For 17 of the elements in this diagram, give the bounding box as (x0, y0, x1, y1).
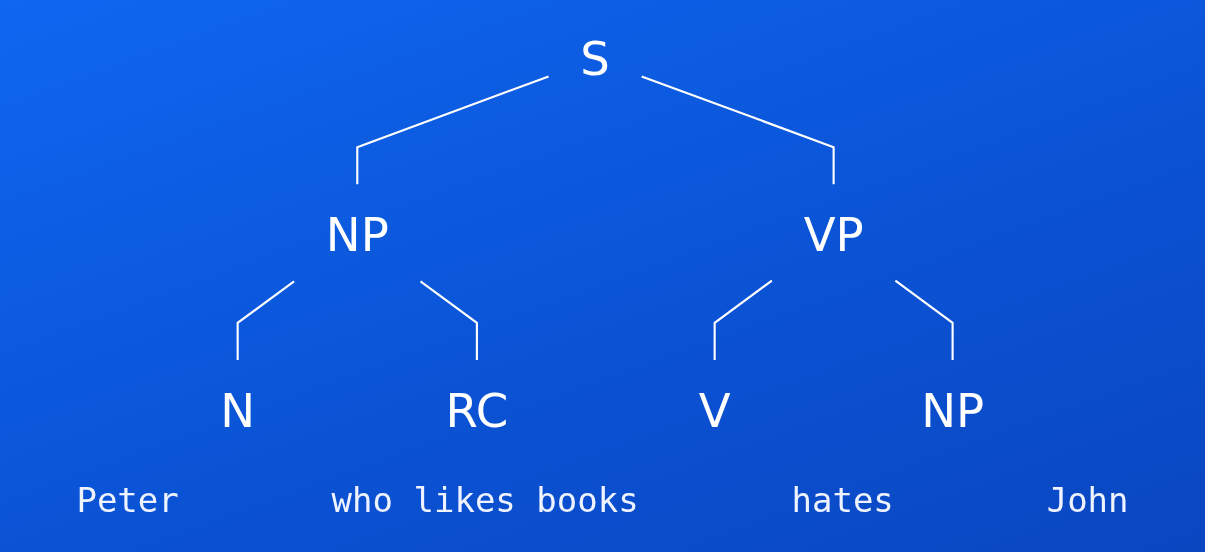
connector (236, 280, 296, 360)
word-label: Peter (76, 480, 179, 520)
connector (895, 279, 954, 360)
connector (713, 279, 773, 360)
connector (641, 75, 836, 185)
node-text: VP (803, 207, 864, 262)
node-text: N (220, 383, 256, 438)
node-text: NP (326, 207, 390, 262)
node-text: RC (445, 383, 509, 438)
node-text: V (699, 383, 731, 438)
word-label: John (1046, 480, 1129, 520)
connector (356, 75, 550, 185)
word-label: hates (791, 480, 894, 520)
node-text: S (580, 31, 611, 86)
node-text: NP (921, 383, 985, 438)
word-label: who likes books (331, 480, 639, 520)
connector (420, 280, 479, 360)
